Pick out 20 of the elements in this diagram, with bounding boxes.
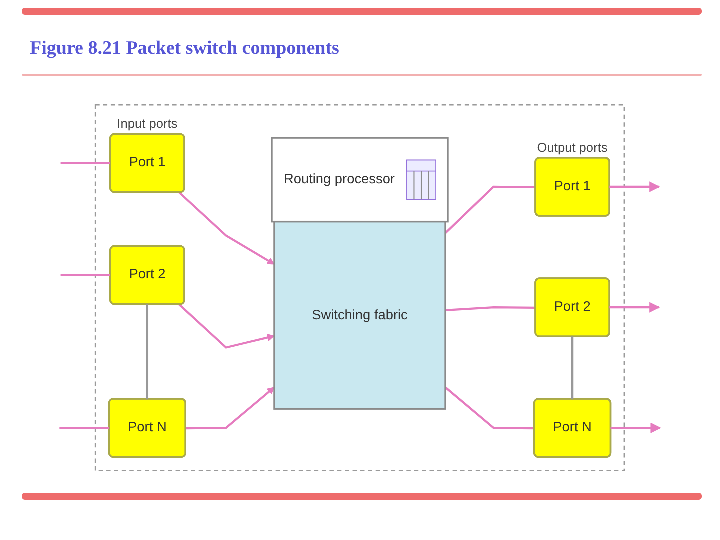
node-box: Switching fabric (274, 220, 446, 410)
arrow (186, 387, 275, 430)
connector-line (60, 274, 110, 276)
connector-line (571, 336, 574, 400)
node-box: Routing processor (271, 137, 449, 223)
column-heading: Output ports (537, 140, 608, 155)
figure-title: Figure 8.21 Packet switch components (30, 38, 340, 60)
arrow (610, 182, 660, 192)
connector-line (146, 304, 149, 400)
cluster (94, 104, 626, 472)
connector (444, 186, 536, 234)
arrow (178, 192, 275, 265)
connector-line (60, 162, 110, 164)
arrow (610, 422, 662, 434)
connector-line (60, 427, 110, 430)
connector (444, 386, 535, 430)
arrow (178, 304, 275, 349)
connector (445, 306, 536, 312)
column-heading: Input ports (117, 116, 178, 132)
arrow (610, 302, 660, 313)
